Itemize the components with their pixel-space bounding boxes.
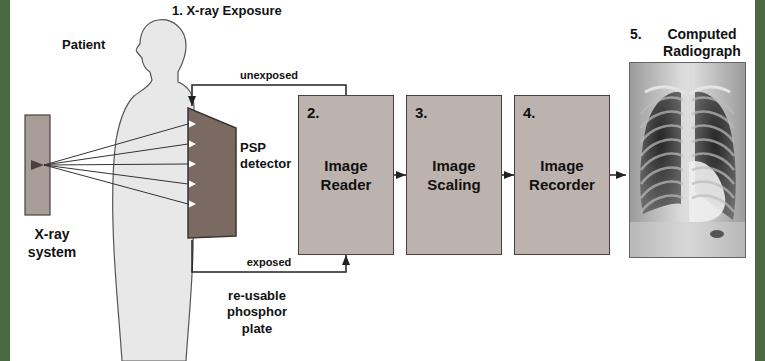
beam-arrowhead	[189, 161, 196, 168]
figure-label: re-usable phosphor plate	[214, 288, 300, 337]
label-slot: Patient	[62, 37, 105, 53]
beam-arrowhead	[189, 121, 196, 128]
beam-arrowhead	[189, 181, 196, 188]
plate-outline	[186, 106, 238, 240]
connector-arrow	[394, 174, 406, 176]
output-title: Computed Radiograph	[658, 26, 746, 60]
process-label: Image Reader	[307, 156, 385, 195]
edge-label: unexposed	[238, 69, 300, 82]
process-box: 3. Image Scaling	[406, 95, 502, 255]
connector-arrow	[502, 174, 514, 176]
psp-detector-plate: PSP detector	[186, 106, 238, 240]
phosphor-plate	[188, 108, 236, 238]
figure-label: Patient	[62, 37, 105, 53]
xray-beams	[44, 124, 188, 204]
radiograph-frame: 5. Computed Radiograph	[626, 22, 750, 260]
connector-arrow	[610, 174, 626, 176]
step-number: 2.	[307, 104, 320, 122]
step-title: 1. X-ray Exposure	[172, 3, 282, 19]
edge-label: exposed	[245, 256, 294, 269]
label-slot: re-usable phosphor plate	[214, 288, 300, 337]
beam-arrowhead	[189, 141, 196, 148]
xray-tube-symbol	[31, 160, 44, 170]
step-number: 4.	[523, 104, 536, 122]
label-slot: exposed	[245, 256, 294, 269]
process-label: Image Recorder	[523, 156, 601, 195]
label-slot: 1. X-ray Exposure	[172, 3, 282, 19]
step-number: 5.	[630, 26, 642, 43]
beam-arrowhead	[189, 201, 196, 208]
label-slot: X-ray system	[20, 226, 84, 261]
process-box: 4. Image Recorder	[514, 95, 610, 255]
figure-label: X-ray system	[20, 226, 84, 261]
process-label: Image Scaling	[415, 156, 493, 195]
process-box: 2. Image Reader	[298, 95, 394, 255]
step-number: 3.	[415, 104, 428, 122]
patient-silhouette	[113, 20, 194, 361]
device-label: PSP detector	[240, 140, 296, 173]
label-slot: unexposed	[238, 69, 300, 82]
chest-radiograph	[628, 62, 747, 258]
